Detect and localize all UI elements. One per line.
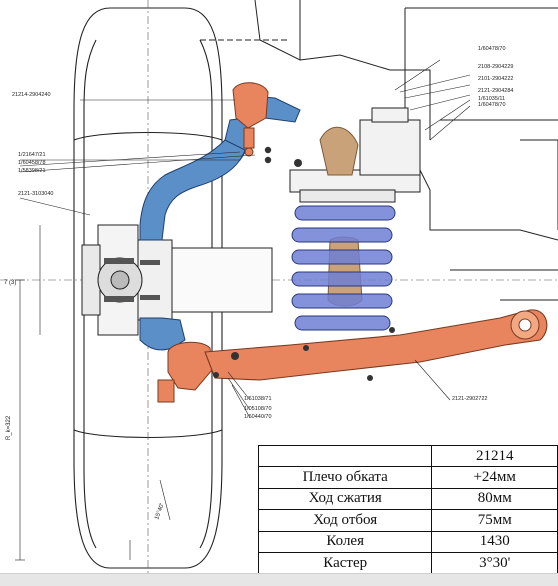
table-cell-param: Плечо обката bbox=[257, 466, 433, 489]
lower-control-arm bbox=[204, 309, 548, 381]
label-2121-3103040: 2121-3103040 bbox=[18, 191, 53, 197]
coil-spring bbox=[291, 205, 396, 331]
bottom-strip bbox=[0, 573, 558, 586]
lower-ball-joint bbox=[157, 341, 213, 403]
table-row: Ход отбоя 75мм bbox=[257, 509, 558, 532]
label-1-58398-21: 1/58398/21 bbox=[18, 168, 46, 174]
table-cell-value: +24мм bbox=[431, 466, 558, 489]
label-2121-2904284: 2121-2904284 bbox=[478, 88, 513, 94]
dimension-lines bbox=[15, 225, 171, 561]
hub-bearings bbox=[104, 258, 160, 302]
label-2108-2904229: 2108-2904229 bbox=[478, 64, 513, 70]
dim-label-7: 7 (3) bbox=[4, 280, 16, 286]
spring-cup bbox=[289, 107, 421, 193]
table-row: 21214 bbox=[257, 444, 558, 468]
table-cell-param: Кастер bbox=[257, 551, 433, 575]
steering-knuckle-lower bbox=[139, 317, 186, 351]
label-1-60478-70-mid: 1/60478/70 bbox=[478, 102, 506, 108]
leader-lines bbox=[19, 59, 471, 419]
dim-label-angle: 15°40' bbox=[154, 503, 165, 521]
dim-label-rk: R_k=322 bbox=[6, 415, 12, 440]
label-1-60440-70: 1/60440/70 bbox=[244, 414, 272, 420]
table-cell-value: 1430 bbox=[431, 530, 558, 553]
table-cell-value: 3°30' bbox=[431, 551, 558, 575]
table-cell-value: 75мм bbox=[431, 509, 558, 532]
spring-seat bbox=[299, 189, 396, 203]
table-row: Колея 1430 bbox=[257, 530, 558, 553]
table-row: Кастер 3°30' bbox=[257, 551, 558, 575]
table-cell-param: Ход отбоя bbox=[257, 509, 433, 532]
label-1-61038-71: 1/61038/71 bbox=[244, 396, 272, 402]
table-row: Плечо обката +24мм bbox=[257, 466, 558, 489]
table-cell-param bbox=[257, 444, 433, 468]
table-cell-param: Колея bbox=[257, 530, 433, 553]
label-1-05108-70: 1/05108/70 bbox=[244, 406, 272, 412]
label-1-60458-78: 1/60458/78 bbox=[18, 160, 46, 166]
spec-table: 21214 Плечо обката +24мм Ход сжатия 80мм… bbox=[257, 444, 558, 575]
table-cell-param: Ход сжатия bbox=[257, 487, 433, 511]
upper-ball-joint bbox=[232, 82, 269, 157]
table-cell-value: 80мм bbox=[431, 487, 558, 511]
table-cell-value: 21214 bbox=[431, 444, 558, 468]
label-2101-2904222: 2101-2904222 bbox=[478, 76, 513, 82]
label-2121-2902722: 2121-2902722 bbox=[452, 396, 487, 402]
fasteners bbox=[213, 146, 395, 381]
label-1-21647-21: 1/21647/21 bbox=[18, 152, 46, 158]
label-1-61035-11: 1/61035/11 bbox=[478, 96, 505, 102]
label-1-60478-70-top: 1/60478/70 bbox=[478, 46, 506, 52]
steering-knuckle-upper bbox=[139, 139, 246, 241]
wheel-hub bbox=[81, 224, 273, 336]
label-21214-2904240: 21214-2904240 bbox=[12, 92, 51, 98]
table-row: Ход сжатия 80мм bbox=[257, 487, 558, 511]
